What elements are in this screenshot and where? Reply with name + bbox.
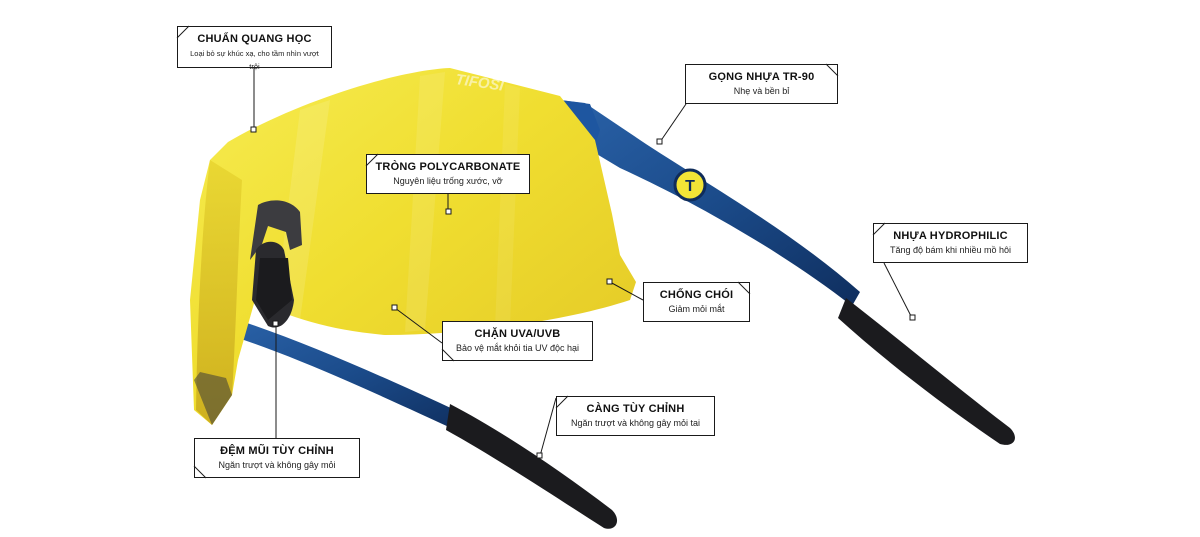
callout-title: CÀNG TÙY CHỈNH xyxy=(586,403,685,415)
callout-subtitle: Loại bỏ sự khúc xạ, cho tầm nhìn vượt tr… xyxy=(190,49,319,71)
callout-title: CHỐNG CHÓI xyxy=(659,289,734,301)
callout-anti-glare: CHỐNG CHÓI Giảm mỏi mắt xyxy=(643,282,750,322)
nose-pad xyxy=(250,200,302,260)
callout-polycarbonate-lens: TRÒNG POLYCARBONATE Nguyên liệu trống xư… xyxy=(366,154,530,194)
callout-title: ĐỆM MŨI TÙY CHỈNH xyxy=(220,445,334,457)
callout-title: TRÒNG POLYCARBONATE xyxy=(375,161,521,173)
right-temple-tip xyxy=(838,298,1015,445)
callout-adjustable-temples: CÀNG TÙY CHỈNH Ngăn trượt và không gây m… xyxy=(556,396,715,436)
callout-subtitle: Nhẹ và bền bỉ xyxy=(733,86,790,96)
callout-subtitle: Tăng độ bám khi nhiều mồ hôi xyxy=(889,245,1012,255)
callout-title: NHỰA HYDROPHILIC xyxy=(893,230,1008,242)
left-temple-tip xyxy=(446,404,618,529)
callout-hydrophilic-rubber: NHỰA HYDROPHILIC Tăng độ bám khi nhiều m… xyxy=(873,223,1028,263)
svg-text:T: T xyxy=(685,178,695,195)
callout-uva-uvb-block: CHẶN UVA/UVB Bảo vệ mắt khỏi tia UV độc … xyxy=(442,321,593,361)
callout-optical-clarity: CHUẨN QUANG HỌC Loại bỏ sự khúc xạ, cho … xyxy=(177,26,332,71)
callout-title: CHẶN UVA/UVB xyxy=(474,328,561,340)
callout-tr90-frame: GỌNG NHỰA TR-90 Nhẹ và bền bỉ xyxy=(685,64,838,104)
frame-logo-icon xyxy=(673,168,707,202)
callout-subtitle: Ngăn trượt và không gây mỏi tai xyxy=(571,418,700,428)
callout-subtitle: Ngăn trượt và không gây mỏi xyxy=(218,460,336,470)
callout-adjustable-nose-pad: ĐỆM MŨI TÙY CHỈNH Ngăn trượt và không gâ… xyxy=(194,438,360,478)
callout-subtitle: Nguyên liệu trống xước, vỡ xyxy=(393,176,503,186)
callout-title: CHUẨN QUANG HỌC xyxy=(197,33,312,45)
brand-mark: TIFOSI xyxy=(454,71,505,95)
left-temple-arm xyxy=(232,318,468,432)
callout-subtitle: Giảm mỏi mắt xyxy=(668,304,725,314)
right-temple-arm xyxy=(560,100,860,306)
callout-subtitle: Bảo vệ mắt khỏi tia UV độc hại xyxy=(455,343,580,353)
callout-title: GỌNG NHỰA TR-90 xyxy=(708,71,815,83)
